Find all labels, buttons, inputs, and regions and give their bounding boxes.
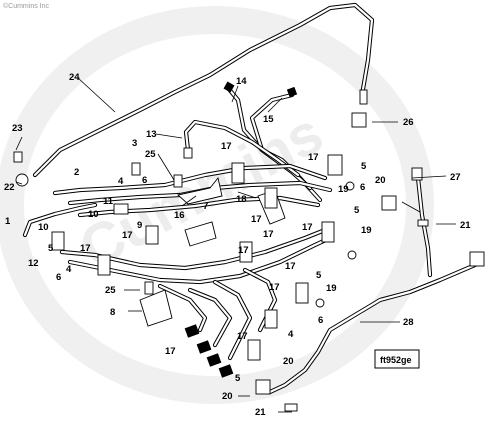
callout-5: 5 xyxy=(354,205,360,216)
callout-18: 18 xyxy=(236,194,247,205)
callout-23: 23 xyxy=(12,123,23,134)
callout-24: 24 xyxy=(69,72,80,83)
callout-20: 20 xyxy=(222,391,233,402)
screw-23 xyxy=(13,151,23,163)
callout-17: 17 xyxy=(302,222,313,233)
callout-4: 4 xyxy=(66,264,72,275)
clamp-9 xyxy=(295,282,309,304)
callout-17: 17 xyxy=(285,261,296,272)
washer-22 xyxy=(15,173,29,187)
callout-8: 8 xyxy=(110,307,115,318)
callout-17: 17 xyxy=(263,229,274,240)
callout-4: 4 xyxy=(288,329,294,340)
callout-11: 11 xyxy=(103,196,114,207)
callout-10: 10 xyxy=(38,222,49,233)
callout-28: 28 xyxy=(403,317,414,328)
callout-17: 17 xyxy=(80,243,91,254)
figure-code-box: ft952ge xyxy=(374,349,420,369)
fitting-25-lower xyxy=(144,281,154,295)
callout-2: 2 xyxy=(74,167,79,178)
callout-5: 5 xyxy=(316,270,322,281)
screw-21-lower xyxy=(284,403,298,412)
figure-code: ft952ge xyxy=(380,355,412,365)
callout-7: 7 xyxy=(203,201,208,212)
callout-21: 21 xyxy=(255,407,266,418)
callout-5: 5 xyxy=(361,161,367,172)
callout-6: 6 xyxy=(56,272,61,283)
clamp-7 xyxy=(239,241,253,263)
injector-nozzles xyxy=(184,324,234,378)
fitting-25-upper xyxy=(173,174,183,188)
callout-25: 25 xyxy=(105,285,116,296)
bolt-19-b xyxy=(345,181,355,191)
clamp-12 xyxy=(327,154,343,176)
callout-10: 10 xyxy=(88,209,99,220)
callout-15: 15 xyxy=(263,114,274,125)
callout-17: 17 xyxy=(269,282,280,293)
callout-4: 4 xyxy=(118,176,124,187)
callout-19: 19 xyxy=(338,184,349,195)
callout-22: 22 xyxy=(4,182,15,193)
clamp-20-lower xyxy=(255,379,271,395)
tee-fitting-26 xyxy=(351,112,367,128)
clamp-8 xyxy=(321,221,335,243)
callout-1: 1 xyxy=(5,216,11,227)
hardware xyxy=(13,81,485,412)
fitting-13 xyxy=(183,147,193,159)
bolt-19-c xyxy=(315,298,325,308)
clamp-20-upper xyxy=(381,195,397,211)
callout-3: 3 xyxy=(132,138,137,149)
callout-27: 27 xyxy=(450,172,461,183)
callout-17: 17 xyxy=(238,245,249,256)
bracket-8 xyxy=(139,289,173,327)
fitting-27 xyxy=(411,167,423,181)
fitting-3 xyxy=(131,162,141,176)
callout-5: 5 xyxy=(48,243,54,254)
callout-17: 17 xyxy=(122,230,133,241)
leader-lines xyxy=(15,77,456,413)
callout-17: 17 xyxy=(308,152,319,163)
callout-17: 17 xyxy=(221,141,232,152)
callout-25: 25 xyxy=(145,149,156,160)
clamp-6 xyxy=(264,187,278,209)
callout-6: 6 xyxy=(318,315,323,326)
callout-14: 14 xyxy=(236,76,247,87)
callout-17: 17 xyxy=(165,346,176,357)
bracket-7 xyxy=(184,221,217,247)
callout-12: 12 xyxy=(28,258,39,269)
callout-19: 19 xyxy=(326,283,337,294)
callout-5: 5 xyxy=(235,373,241,384)
callout-9: 9 xyxy=(137,220,142,231)
callout-26: 26 xyxy=(403,117,414,128)
bolt-19-a xyxy=(347,250,357,260)
callout-20: 20 xyxy=(283,356,294,367)
callout-17: 17 xyxy=(251,214,262,225)
union-fitting xyxy=(359,89,368,105)
callout-16: 16 xyxy=(174,210,185,221)
clamp-4 xyxy=(145,225,159,245)
clamp-11 xyxy=(247,339,261,361)
clamp-5 xyxy=(231,162,245,184)
fuel-lines xyxy=(22,2,478,395)
callout-labels: 24 14 15 26 13 23 22 3 25 17 17 5 20 27 … xyxy=(4,72,471,418)
copyright-text: ©Cummins Inc xyxy=(3,2,49,10)
callout-6: 6 xyxy=(360,182,365,193)
callout-13: 13 xyxy=(146,129,157,140)
clamp-2 xyxy=(97,254,111,276)
callout-20: 20 xyxy=(375,175,386,186)
fitting-28 xyxy=(469,251,485,267)
clamp-3 xyxy=(113,203,129,215)
screw-21-upper xyxy=(417,219,429,227)
callout-17: 17 xyxy=(237,331,248,342)
callout-6: 6 xyxy=(142,175,147,186)
clamp-1 xyxy=(51,231,65,251)
callout-21: 21 xyxy=(460,220,471,231)
callout-19: 19 xyxy=(361,225,372,236)
clamp-10 xyxy=(264,309,278,329)
